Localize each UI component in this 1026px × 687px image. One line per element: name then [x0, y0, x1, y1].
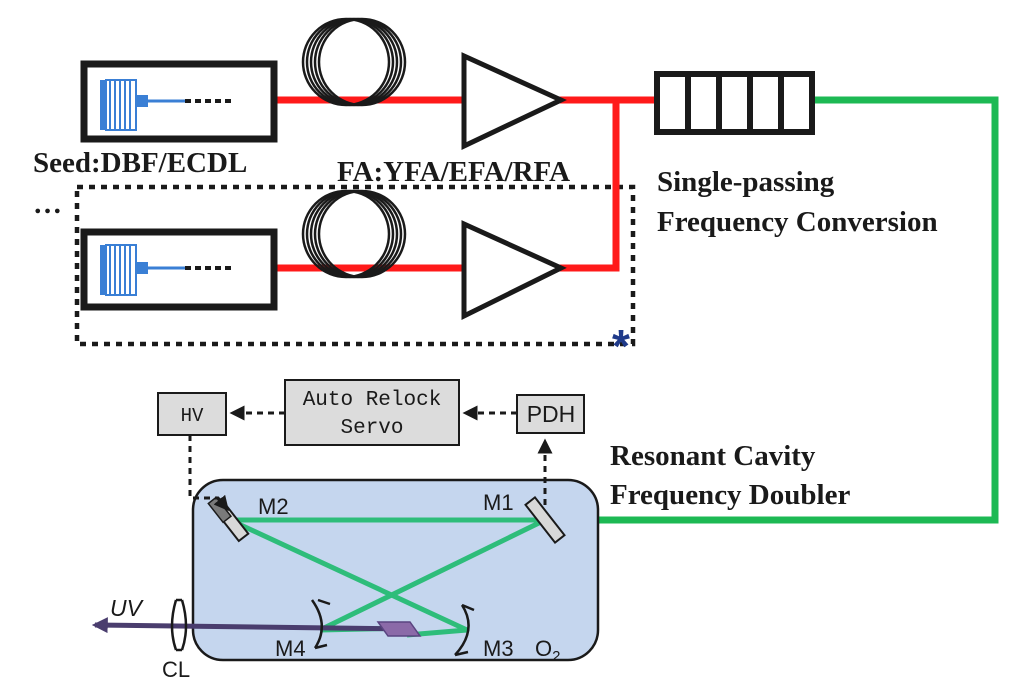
o2-label-base: O — [535, 636, 552, 661]
auto-relock-servo-box — [284, 379, 460, 446]
mirror-m4 — [310, 598, 331, 650]
fiber-amplifier-bottom — [461, 220, 567, 321]
m4-label: M4 — [275, 636, 306, 661]
m3-label: M3 — [483, 636, 514, 661]
fiber-coil-bottom — [301, 189, 407, 279]
green-beam-path — [598, 96, 999, 524]
uv-beam — [91, 617, 408, 634]
cavity-beam-paths — [228, 517, 547, 638]
asterisk-mark: * — [612, 320, 630, 372]
single-pass-crystal — [654, 71, 815, 135]
cl-label: CL — [162, 657, 190, 682]
hv-label: HV — [181, 405, 204, 427]
servo-label-line1: Auto Relock — [303, 389, 442, 412]
fiber-amplifier-top — [461, 52, 567, 150]
resonant-cavity-label-line2: Frequency Doubler — [610, 479, 850, 511]
seed-label: Seed:DBF/ECDL — [33, 147, 247, 179]
nonlinear-crystal — [376, 621, 422, 637]
cylindrical-lens — [170, 598, 188, 652]
mirror-m1 — [524, 495, 566, 545]
m1-label: M1 — [483, 490, 514, 515]
control-signal-arrows — [188, 405, 553, 512]
ellipsis-label: … — [33, 188, 62, 220]
o2-label: O2 — [535, 636, 560, 665]
resonant-cavity — [191, 478, 600, 662]
hv-box — [157, 392, 227, 436]
resonant-cavity-label-line1: Resonant Cavity — [610, 440, 816, 472]
laser-diode-icon — [100, 244, 232, 296]
uv-label: UV — [110, 595, 145, 621]
optional-seed-group-outline — [74, 184, 636, 347]
m2-label: M2 — [258, 494, 289, 519]
fiber-amplifier-label: FA:YFA/EFA/RFA — [337, 156, 570, 188]
seed-laser-bottom — [80, 228, 278, 311]
pdh-label: PDH — [527, 401, 576, 427]
single-passing-label-line2: Frequency Conversion — [657, 206, 938, 238]
laser-diode-icon — [100, 79, 232, 131]
mirror-m3 — [454, 603, 475, 657]
servo-label-line2: Servo — [340, 417, 403, 440]
o2-label-subscript: 2 — [552, 648, 560, 665]
fiber-coil-top — [301, 17, 407, 107]
seed-laser-top — [80, 60, 278, 143]
pdh-box — [516, 394, 585, 434]
single-passing-label-line1: Single-passing — [657, 166, 835, 198]
